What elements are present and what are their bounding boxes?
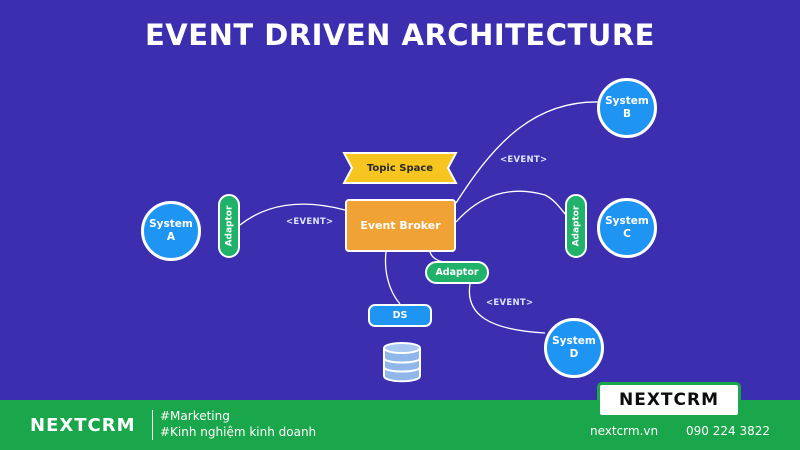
website-text[interactable]: nextcrm.vn — [590, 424, 659, 438]
system-a-line1: System — [149, 218, 193, 230]
event-broker: Event Broker — [345, 199, 456, 252]
system-b-line2: B — [622, 108, 631, 120]
event-label-bottom: <EVENT> — [486, 298, 534, 308]
edge-adaptor-a-broker — [239, 203, 346, 226]
topic-space-banner — [342, 152, 458, 184]
edge-broker-adaptor-c — [455, 190, 567, 223]
footer-divider — [152, 410, 153, 440]
ds-box: DS — [368, 304, 432, 327]
phone-number[interactable]: 090 224 3822 — [686, 424, 770, 438]
adaptor-bottom: Adaptor — [425, 261, 489, 284]
tag-marketing[interactable]: #Marketing — [160, 409, 230, 423]
system-c-line1: System — [605, 215, 649, 227]
adaptor-right: Adaptor — [565, 194, 587, 258]
edge-broker-ds — [384, 251, 401, 305]
footer-logo: NEXTCRM — [30, 415, 136, 436]
diagram-title: EVENT DRIVEN ARCHITECTURE — [145, 18, 655, 52]
phone-text[interactable]: 090 224 3822 — [686, 424, 770, 438]
topic-space-label: Topic Space — [366, 162, 434, 174]
system-d-line1: System — [552, 335, 596, 347]
edge-broker-system-b — [455, 101, 601, 204]
website-link[interactable]: nextcrm.vn — [590, 424, 658, 438]
system-d-line2: D — [569, 348, 579, 360]
tag-business-experience[interactable]: #Kinh nghiệm kinh doanh — [160, 425, 317, 439]
adaptor-right-label: Adaptor — [571, 205, 582, 247]
system-a-line2: A — [166, 231, 176, 243]
adaptor-left: Adaptor — [218, 194, 240, 258]
event-broker-label: Event Broker — [360, 219, 441, 232]
adaptor-bottom-label: Adaptor — [435, 267, 479, 278]
event-label-left: <EVENT> — [286, 217, 334, 227]
adaptor-left-label: Adaptor — [224, 205, 235, 247]
database-icon — [383, 342, 421, 383]
brand-logo-box: NEXTCRM — [597, 382, 741, 418]
system-c-line2: C — [623, 228, 631, 240]
event-label-top: <EVENT> — [500, 155, 548, 165]
system-a: System A — [141, 201, 201, 261]
edge-adaptor-system-d — [468, 283, 546, 334]
system-b-line1: System — [605, 95, 649, 107]
system-d: System D — [544, 318, 604, 378]
brand-logo-text: NEXTCRM — [618, 390, 720, 410]
ds-label: DS — [392, 310, 408, 321]
footer-bar: NEXTCRM #Marketing #Kinh nghiệm kinh doa… — [0, 400, 800, 450]
system-c: System C — [597, 198, 657, 258]
system-b: System B — [597, 78, 657, 138]
